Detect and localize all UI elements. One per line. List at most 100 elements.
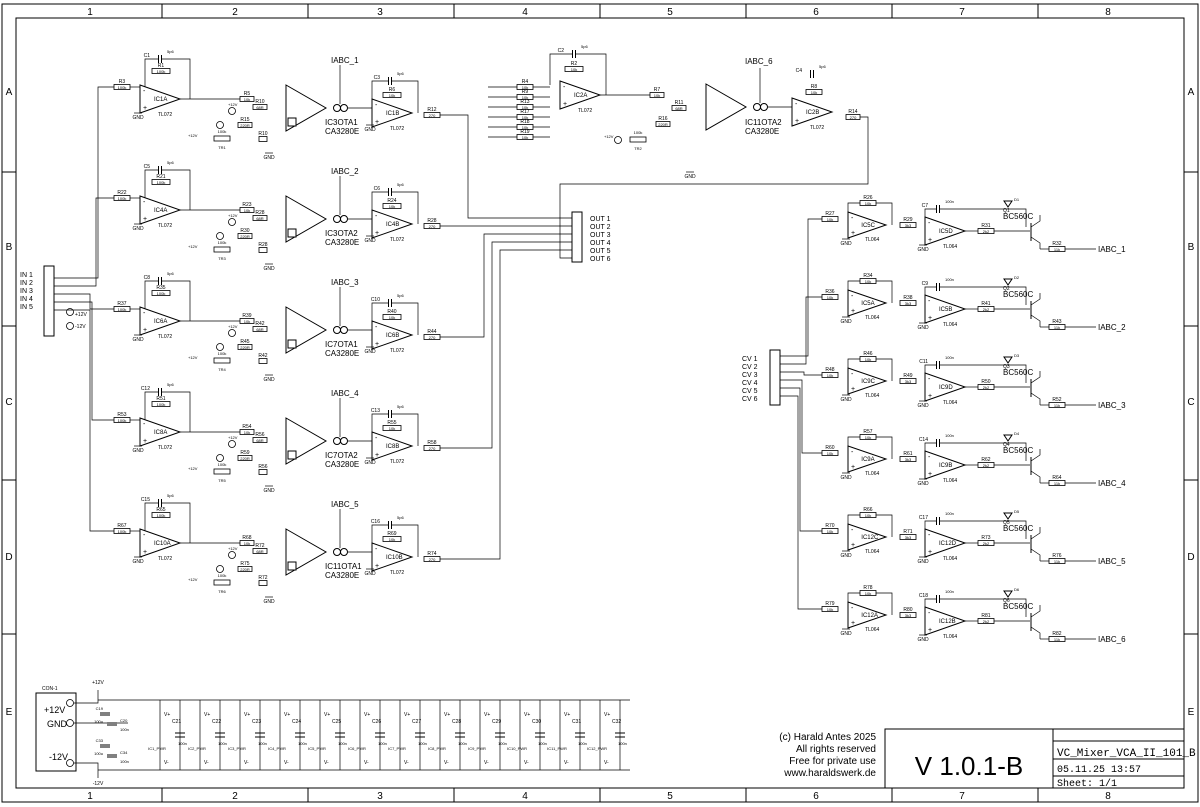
buffer-feedback-resistor-value: 10k bbox=[811, 90, 817, 95]
input-resistor-value: 100k bbox=[118, 85, 127, 90]
cv-input-wire bbox=[780, 395, 822, 610]
trimmer-value: 100k bbox=[218, 240, 227, 245]
diode-icon bbox=[1003, 200, 1013, 208]
opamp-minus: - bbox=[928, 454, 931, 461]
series-resistor-ref: R68 bbox=[242, 535, 251, 541]
trimmer-value: 100k bbox=[218, 351, 227, 356]
output-buffer-opamp-ref: IC2B bbox=[806, 110, 819, 116]
opamp-plus: + bbox=[143, 327, 147, 334]
cap-value: 5p6 bbox=[167, 382, 174, 387]
opamp-plus: + bbox=[795, 118, 799, 125]
buffer-feedback-resistor bbox=[382, 425, 402, 431]
ota-diode-icon bbox=[287, 117, 297, 127]
grid-row-right: E bbox=[1188, 707, 1195, 718]
cv-resistor-4-value: 2k2 bbox=[983, 619, 990, 624]
cv-resistor-3-ref: R29 bbox=[903, 217, 912, 223]
supply-label: +12V bbox=[228, 435, 238, 440]
cv-pin-label: CV 1 bbox=[742, 356, 758, 363]
sheet-number: Sheet: 1/1 bbox=[1057, 778, 1117, 790]
input-buffer-opamp bbox=[139, 306, 182, 336]
cv-opamp-2 bbox=[924, 606, 967, 636]
gain-resistor-value: 68R bbox=[256, 105, 263, 110]
mixer-input-resistor-value: 10k bbox=[522, 95, 528, 100]
series-resistor-value: 10k bbox=[244, 319, 250, 324]
terminal-icon bbox=[228, 218, 236, 226]
gain-resistor-ref: R72 bbox=[255, 543, 264, 549]
buffer-feedback-resistor-value: 10k bbox=[389, 426, 395, 431]
wire bbox=[1030, 392, 1041, 405]
cap-value: 100n bbox=[945, 433, 954, 438]
cv-feedback-resistor-value: 10k bbox=[865, 513, 871, 518]
wire bbox=[876, 202, 893, 225]
wire bbox=[876, 358, 893, 381]
output-buffer-opamp-ref: IC1B bbox=[386, 111, 399, 117]
decoupling-cap-value: 100n bbox=[298, 741, 307, 746]
mixer-input-resistor-ref: R17 bbox=[520, 109, 529, 115]
cv-output-resistor-ref: R82 bbox=[1052, 631, 1061, 637]
wire bbox=[392, 302, 419, 335]
cv-input-resistor-value: 10k bbox=[827, 529, 833, 534]
gain-resistor-ref: R10 bbox=[255, 99, 264, 105]
buffer-feedback-resistor-value: 10k bbox=[389, 315, 395, 320]
trimmer-ref: TR3 bbox=[218, 256, 226, 261]
decoupling-cap-ref: C26 bbox=[372, 719, 381, 725]
trim-resistor-value: 220R bbox=[240, 345, 250, 350]
wire bbox=[1030, 215, 1041, 228]
iabc-label: IABC_2 bbox=[331, 167, 359, 176]
opamp-plus: + bbox=[928, 471, 932, 478]
input-pin-label: IN 1 bbox=[20, 272, 33, 279]
wire bbox=[1030, 314, 1041, 327]
ota-diode-icon bbox=[287, 561, 297, 571]
output-buffer-opamp-part: TL072 bbox=[810, 125, 824, 131]
cv-input-resistor-ref: R27 bbox=[825, 211, 834, 217]
cap-ref: C16 bbox=[371, 519, 380, 525]
ota-output-ring bbox=[333, 104, 341, 112]
decoupling-cap-value: 100n bbox=[498, 741, 507, 746]
output-buffer-opamp-ref: IC6B bbox=[386, 333, 399, 339]
terminal-icon bbox=[66, 308, 74, 316]
wire bbox=[924, 364, 936, 377]
gain-resistor-value: 68R bbox=[256, 216, 263, 221]
opamp-plus: + bbox=[928, 393, 932, 400]
cv-input-wire bbox=[780, 387, 822, 532]
wire bbox=[847, 436, 860, 449]
wire bbox=[392, 80, 419, 113]
diode-icon bbox=[1003, 590, 1013, 598]
date-stamp: 05.11.25 13:57 bbox=[1057, 765, 1141, 776]
ota-output-ring bbox=[760, 103, 768, 111]
ground-label: GND bbox=[132, 115, 144, 121]
cv-opamp-2-part: TL064 bbox=[943, 322, 957, 328]
ota-part: CA3280E bbox=[325, 238, 359, 247]
supply-label: +12V bbox=[228, 213, 238, 218]
trim-resistor-value: 220R bbox=[240, 123, 250, 128]
iabc-output-label: IABC_3 bbox=[1098, 401, 1126, 410]
output-pin-label: OUT 6 bbox=[590, 256, 611, 263]
mixer-input-resistor-ref: R13 bbox=[520, 99, 529, 105]
gain-resistor bbox=[252, 104, 268, 110]
trimmer bbox=[213, 468, 231, 475]
ground-label: GND bbox=[684, 174, 696, 180]
ota-ref: IC7OTA2 bbox=[325, 451, 358, 460]
ota-part: CA3280E bbox=[325, 460, 359, 469]
output-resistor-value: 270 bbox=[429, 224, 436, 229]
mixer-input-resistor-value: 10k bbox=[522, 115, 528, 120]
ic-power-label: IC9_PWR bbox=[468, 746, 486, 751]
power-rail-label: +12V bbox=[92, 680, 104, 686]
cv-channel-4: R6010k-+IC9ATL064R5710kGNDR613k3-+IC9BTL… bbox=[780, 379, 1126, 488]
terminal-icon bbox=[216, 121, 224, 129]
ground-label: GND bbox=[840, 553, 852, 559]
ground-label: GND bbox=[263, 599, 275, 605]
output-buffer-opamp bbox=[791, 97, 834, 127]
cap-value: 5p6 bbox=[167, 160, 174, 165]
wire bbox=[144, 58, 158, 87]
power-pin-label: V- bbox=[364, 760, 369, 766]
ic-power-label: IC8_PWR bbox=[428, 746, 446, 751]
channel-5: R67100k-+IC10ATL072R65100kC155p6GNDR6810… bbox=[113, 493, 441, 605]
cv-opamp-2-ref: IC9B bbox=[939, 463, 952, 469]
cv-section: CV 1CV 2CV 3CV 4CV 5CV 6R2710k-+IC5CTL06… bbox=[742, 195, 1126, 644]
ota-icon bbox=[705, 83, 748, 131]
